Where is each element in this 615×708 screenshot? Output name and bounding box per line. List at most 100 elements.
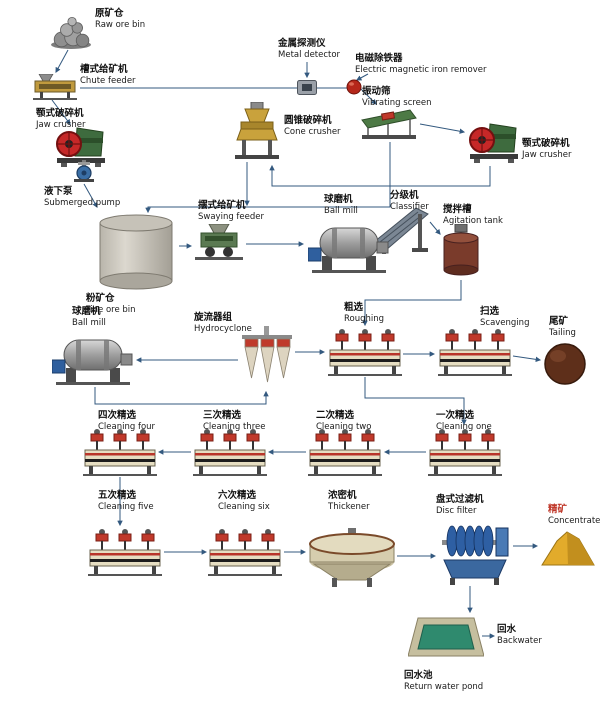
label-cn: 浓密机 <box>328 490 357 501</box>
label-cn: 回水池 <box>404 670 433 681</box>
submerged-pump-icon <box>72 160 98 182</box>
label-cn: 六次精选 <box>218 490 257 501</box>
label-en: Vibrating screen <box>362 97 432 108</box>
label-en: Electric magnetic iron remover <box>355 64 487 75</box>
label-en: Cleaning two <box>316 421 372 432</box>
label-en: Ball mill <box>72 317 106 328</box>
label-en: Cleaning six <box>218 501 270 512</box>
label-en: Jaw crusher <box>522 149 572 160</box>
label-en: Ball mill <box>324 205 358 216</box>
label-en: Hydrocyclone <box>194 323 252 334</box>
label-en: Disc filter <box>436 505 477 516</box>
label-en: Roughing <box>344 313 385 324</box>
tailing-ball-icon <box>543 342 587 386</box>
thickener-icon <box>308 528 396 588</box>
label-en: Raw ore bin <box>95 19 146 30</box>
label-cn: 摆式给矿机 <box>198 200 246 211</box>
label-en: Tailing <box>549 327 576 338</box>
label-en: Cleaning four <box>98 421 156 432</box>
jaw-crusher-right-icon <box>468 120 520 164</box>
label-en: Submerged pump <box>44 197 121 208</box>
disc-filter-icon <box>438 520 512 586</box>
scavenging-flotation-icon <box>438 328 512 376</box>
label-cn: 尾矿 <box>549 316 569 327</box>
label-cn: 二次精选 <box>316 410 355 421</box>
cone-crusher-icon <box>233 102 281 160</box>
label-en: Scavenging <box>480 317 530 328</box>
label-cn: 圆锥破碎机 <box>284 115 332 126</box>
label-cn: 电磁除铁器 <box>355 53 403 64</box>
label-en: Agitation tank <box>443 215 503 226</box>
label-cn: 粗选 <box>344 302 364 313</box>
chute-feeder-icon <box>33 74 77 100</box>
label-en: Backwater <box>497 635 542 646</box>
label-en: Classifier <box>390 201 429 212</box>
label-cn: 三次精选 <box>203 410 242 421</box>
cleaning-five-flotation-icon <box>88 528 162 576</box>
label-en: Metal detector <box>278 49 341 60</box>
label-cn: 盘式过滤机 <box>436 494 484 505</box>
label-en: Concentrate <box>548 515 601 526</box>
vibrating-screen-icon <box>358 108 420 142</box>
cleaning-two-flotation-icon <box>308 428 382 476</box>
label-en: Cleaning three <box>203 421 266 432</box>
metal-detector-icon <box>297 80 317 95</box>
hydrocyclone-icon <box>240 326 294 388</box>
raw-ore-pile-icon <box>50 10 92 50</box>
agitation-tank-icon <box>440 224 482 278</box>
iron-remover-icon <box>346 79 362 95</box>
label-cn: 五次精选 <box>98 490 137 501</box>
label-cn: 振动筛 <box>362 86 391 97</box>
cleaning-three-flotation-icon <box>193 428 267 476</box>
label-cn: 金属探测仪 <box>278 38 326 49</box>
ball-mill-top-icon <box>308 218 390 274</box>
label-en: Cleaning one <box>436 421 492 432</box>
label-cn: 粉矿仓 <box>86 293 115 304</box>
fine-ore-bin-icon <box>95 213 177 291</box>
roughing-flotation-icon <box>328 328 402 376</box>
label-en: Swaying feeder <box>198 211 265 222</box>
cleaning-one-flotation-icon <box>428 428 502 476</box>
label-cn: 旋流器组 <box>194 312 233 323</box>
label-cn: 回水 <box>497 624 517 635</box>
label-cn: 搅拌槽 <box>443 204 472 215</box>
label-cn: 原矿仓 <box>95 8 124 19</box>
ball-mill-left-icon <box>52 330 134 386</box>
label-en: Thickener <box>328 501 370 512</box>
label-cn: 球磨机 <box>324 194 353 205</box>
cleaning-six-flotation-icon <box>208 528 282 576</box>
label-cn: 颚式破碎机 <box>522 138 570 149</box>
concentrate-pile-icon <box>540 526 596 568</box>
label-cn: 槽式给矿机 <box>80 64 128 75</box>
label-cn: 颚式破碎机 <box>36 108 84 119</box>
label-cn: 四次精选 <box>98 410 137 421</box>
label-cn: 一次精选 <box>436 410 475 421</box>
